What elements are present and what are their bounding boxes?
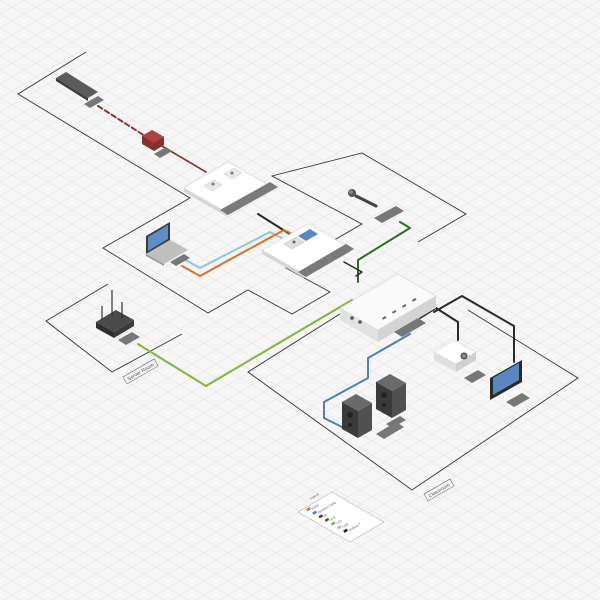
cables xyxy=(97,105,515,431)
panel-to-transmitter-cable xyxy=(257,213,297,239)
legend-swatch xyxy=(336,525,342,530)
legend-label: HDMI xyxy=(311,503,320,511)
ir-receiver-icon xyxy=(142,130,172,158)
legend-label: HDBaseT xyxy=(348,522,362,532)
projector-icon xyxy=(433,339,486,383)
legend-swatch xyxy=(318,514,324,519)
laptop-icon xyxy=(146,222,190,266)
legend-label: XLR xyxy=(329,515,337,522)
legend-title: Legend xyxy=(309,492,320,501)
hdbaset-monitor-cable xyxy=(433,295,515,363)
zone-top-room xyxy=(17,51,467,315)
router-icon xyxy=(96,290,140,345)
xlr-cable xyxy=(357,221,411,283)
legend-item: HDBaseT xyxy=(343,522,362,533)
legend-item: HDMI xyxy=(305,503,320,512)
legend-label: LAN xyxy=(335,518,343,525)
hdbaset-main-cable xyxy=(343,261,363,277)
ir-cable xyxy=(97,105,146,137)
zone-classroom xyxy=(247,299,579,491)
zone-server-room xyxy=(45,283,183,373)
switcher-icon xyxy=(339,273,437,342)
legend-swatch xyxy=(312,510,317,515)
zone-outlines xyxy=(17,51,579,491)
legend-label: USB xyxy=(342,522,350,529)
remote-icon xyxy=(56,72,104,108)
wall-panel-icon xyxy=(183,161,278,216)
legend-item: IR xyxy=(318,513,328,519)
hdbaset-projector-cable xyxy=(419,307,459,341)
legend-swatch xyxy=(343,528,348,533)
hdmi-cable xyxy=(181,229,297,277)
legend-label: IR xyxy=(323,513,328,518)
legend-swatch xyxy=(305,507,311,512)
wall-transmitter-icon xyxy=(261,223,354,278)
monitor-icon xyxy=(490,360,530,407)
speaker-cable xyxy=(323,333,411,431)
legend-item: LAN xyxy=(330,518,343,526)
legend-swatch xyxy=(324,517,330,523)
speaker-icon xyxy=(342,374,406,439)
microphone-icon xyxy=(348,189,404,223)
lan-cable xyxy=(137,299,353,387)
legend-item: USB xyxy=(336,522,350,530)
legend-swatch xyxy=(330,521,336,526)
legend-item: XLR xyxy=(324,515,337,523)
